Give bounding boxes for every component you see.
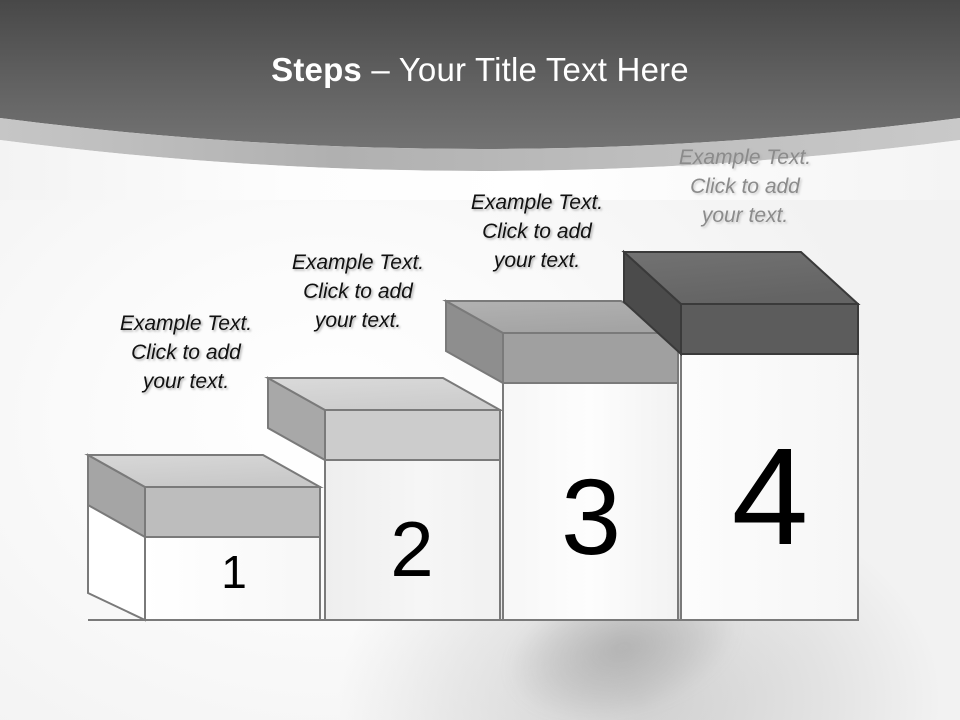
caption-step-3[interactable]: Example Text. Click to add your text. [470, 191, 604, 272]
slide-title: Steps – Your Title Text Here [0, 50, 960, 90]
step-box-2 [264, 376, 504, 621]
step-number-1: 1 [221, 546, 247, 598]
step-box-1 [84, 453, 324, 622]
header-band [0, 0, 960, 200]
step-number-2: 2 [390, 505, 434, 593]
step-box-3 [442, 299, 682, 621]
caption-step-2[interactable]: Example Text. Click to add your text. [291, 251, 425, 332]
title-bold-part: Steps [271, 51, 362, 88]
step-box-4 [621, 249, 861, 621]
title-rest: Your Title Text Here [398, 51, 689, 88]
caption-step-1[interactable]: Example Text. Click to add your text. [119, 312, 253, 393]
step-number-4: 4 [731, 420, 809, 574]
step-number-3: 3 [560, 456, 622, 577]
caption-step-4[interactable]: Example Text. Click to add your text. [678, 146, 812, 227]
title-dash: – [362, 51, 399, 88]
